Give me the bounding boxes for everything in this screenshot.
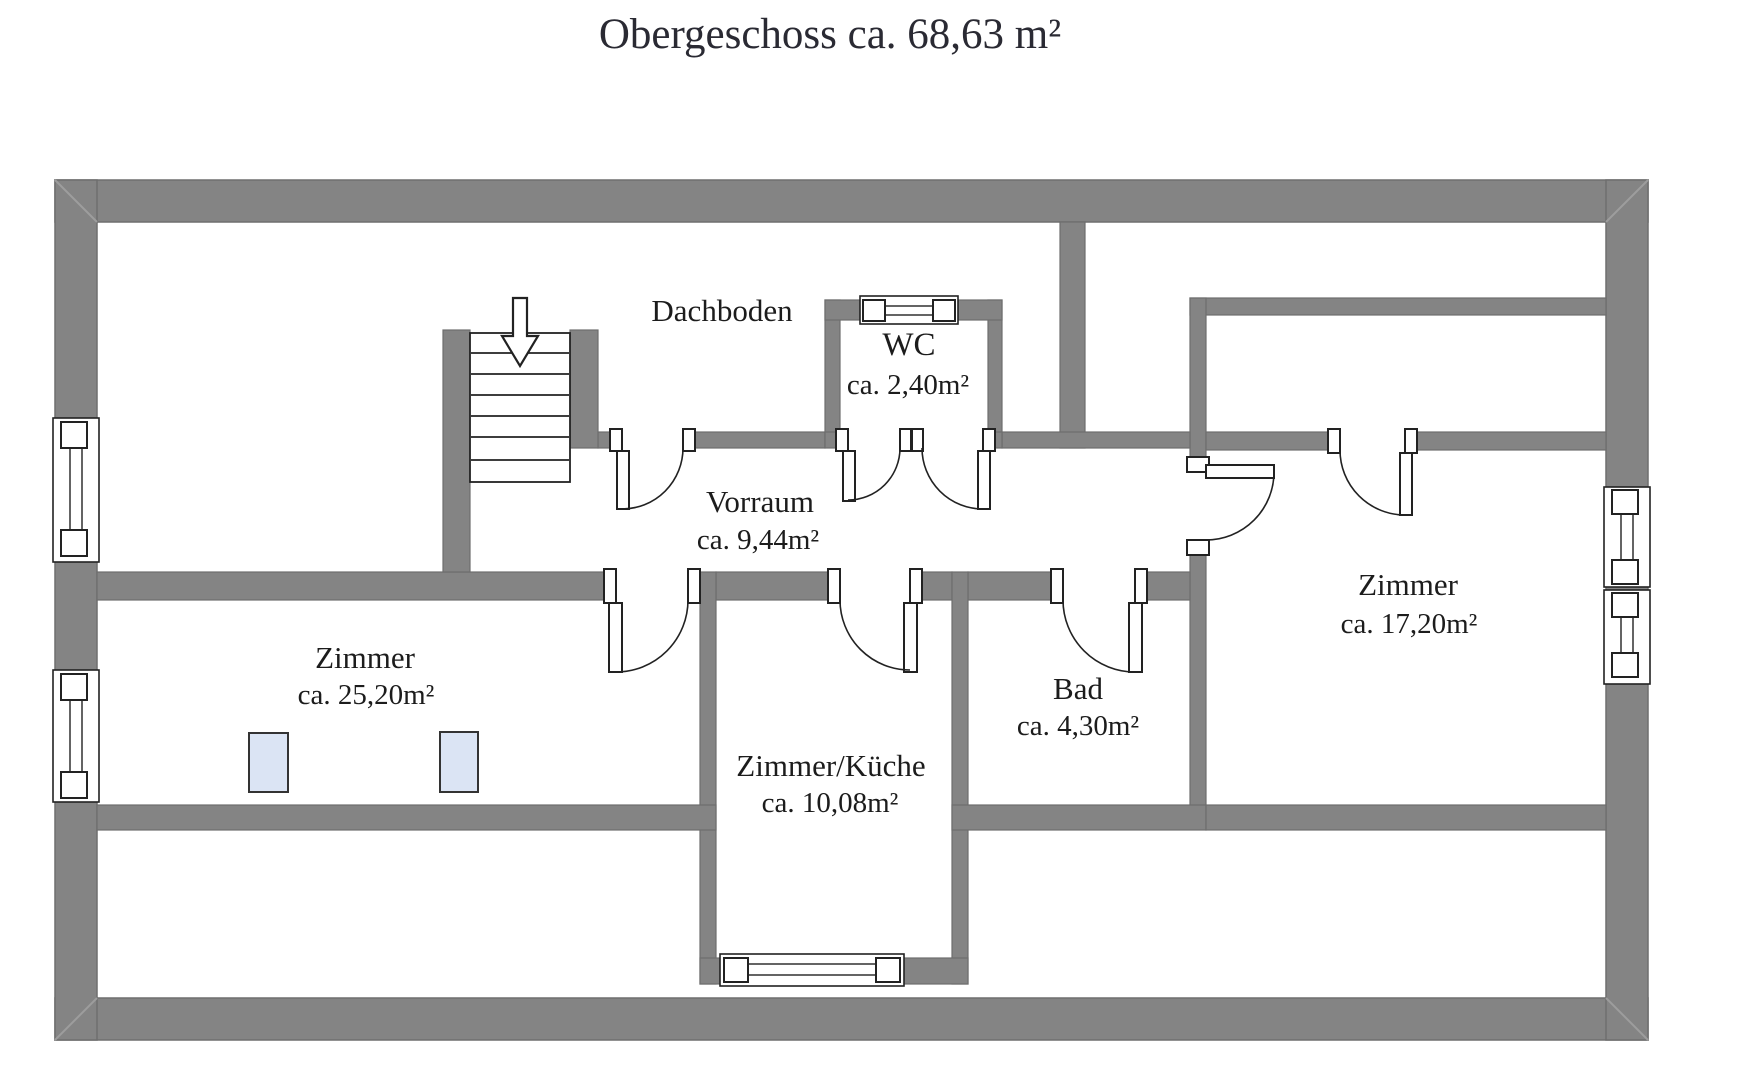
door-zimmer-kueche bbox=[827, 568, 923, 673]
wall-wc-top-2 bbox=[957, 299, 1003, 321]
stairs bbox=[469, 296, 571, 483]
door-leaf bbox=[903, 602, 918, 673]
wall-stairs-right bbox=[569, 329, 599, 449]
door-swing-arc bbox=[921, 447, 984, 510]
wall-miter-lines bbox=[54, 179, 1649, 1041]
door-zimmer-left bbox=[603, 568, 701, 673]
door-leaf bbox=[842, 450, 856, 502]
wall-stairs-left bbox=[442, 329, 471, 573]
wall-wc-top-1 bbox=[824, 299, 864, 321]
door-wc-left bbox=[835, 428, 912, 502]
wall-zimmer-left-south bbox=[96, 804, 717, 831]
room-area-zimmer-kueche: ca. 10,08m² bbox=[761, 787, 899, 819]
room-area-zimmer-left: ca. 25,20m² bbox=[297, 679, 435, 711]
wall-mid-5 bbox=[1146, 571, 1191, 601]
window-wc-top bbox=[859, 295, 959, 325]
wall-zimmer-right-north-2 bbox=[1416, 431, 1607, 451]
window-left-2 bbox=[52, 669, 100, 803]
wall-right-upper bbox=[1189, 297, 1607, 316]
door-swing-arc bbox=[1205, 471, 1275, 541]
wall-zk-left bbox=[699, 571, 717, 985]
room-area-wc: ca. 2,40m² bbox=[846, 369, 970, 401]
wall-bad-south bbox=[951, 804, 1207, 831]
door-bad bbox=[1050, 568, 1148, 673]
room-area-bad: ca. 4,30m² bbox=[1016, 710, 1140, 742]
door-zimmer-right-north bbox=[1327, 428, 1418, 516]
door-swing-arc bbox=[839, 599, 911, 671]
wall-corridor-north-2 bbox=[694, 431, 826, 449]
door-leaf bbox=[1399, 452, 1413, 516]
room-label-zimmer-right: Zimmer bbox=[1358, 567, 1458, 602]
wall-center-right-upper bbox=[1189, 297, 1207, 458]
wall-dachboden-right bbox=[1059, 221, 1086, 449]
stairs-direction-arrow-icon bbox=[500, 296, 540, 369]
skylight-window-2 bbox=[439, 731, 479, 793]
window-right-1 bbox=[1603, 486, 1651, 588]
wall-center-right-lower bbox=[1189, 554, 1207, 829]
skylights bbox=[248, 731, 479, 793]
window-right-2 bbox=[1603, 589, 1651, 685]
window-left-1 bbox=[52, 417, 100, 563]
wall-wc-left bbox=[824, 299, 841, 448]
door-swing-arc bbox=[847, 447, 901, 501]
wall-zk-right bbox=[951, 571, 969, 985]
outer-wall-left bbox=[54, 179, 98, 1041]
room-label-wc: WC bbox=[882, 327, 936, 363]
room-label-vorraum: Vorraum bbox=[706, 484, 814, 519]
door-leaf bbox=[616, 450, 630, 510]
wall-zimmer-right-south bbox=[1205, 804, 1607, 831]
door-leaf bbox=[977, 450, 991, 510]
wall-zimmer-right-north-1 bbox=[1205, 431, 1329, 451]
window-zimmer-kueche-bottom bbox=[719, 953, 905, 987]
skylight-window-1 bbox=[248, 732, 289, 793]
door-swing-arc bbox=[1339, 449, 1406, 516]
door-swing-arc bbox=[1062, 599, 1136, 673]
wall-mid-1 bbox=[96, 571, 605, 601]
door-leaf bbox=[608, 602, 623, 673]
door-vorraum-west bbox=[609, 428, 696, 510]
wall-wc-right bbox=[987, 299, 1003, 448]
interior-walls bbox=[96, 221, 1607, 985]
room-area-vorraum: ca. 9,44m² bbox=[696, 524, 820, 556]
outer-wall-top bbox=[54, 179, 1649, 223]
room-label-bad: Bad bbox=[1053, 671, 1103, 706]
door-leaf bbox=[1205, 464, 1275, 479]
page-title: Obergeschoss ca. 68,63 m² bbox=[598, 11, 1062, 58]
door-leaf bbox=[1128, 602, 1143, 673]
room-label-zimmer-kueche: Zimmer/Küche bbox=[736, 748, 926, 783]
outer-wall-bottom bbox=[54, 997, 1649, 1041]
room-area-zimmer-right: ca. 17,20m² bbox=[1340, 608, 1478, 640]
wall-corridor-north-3 bbox=[1001, 431, 1191, 449]
room-label-dachboden: Dachboden bbox=[651, 293, 793, 328]
door-wc-right bbox=[911, 428, 996, 510]
door-zimmer-right-west bbox=[1186, 456, 1275, 556]
room-label-zimmer-left: Zimmer bbox=[315, 640, 415, 675]
wall-corridor-north-1 bbox=[597, 431, 611, 449]
wall-mid-2 bbox=[715, 571, 829, 601]
door-swing-arc bbox=[615, 599, 689, 673]
wall-mid-4 bbox=[967, 571, 1052, 601]
wall-zk-south-2 bbox=[899, 957, 969, 985]
door-swing-arc bbox=[621, 447, 684, 510]
wall-mid-3 bbox=[921, 571, 953, 601]
